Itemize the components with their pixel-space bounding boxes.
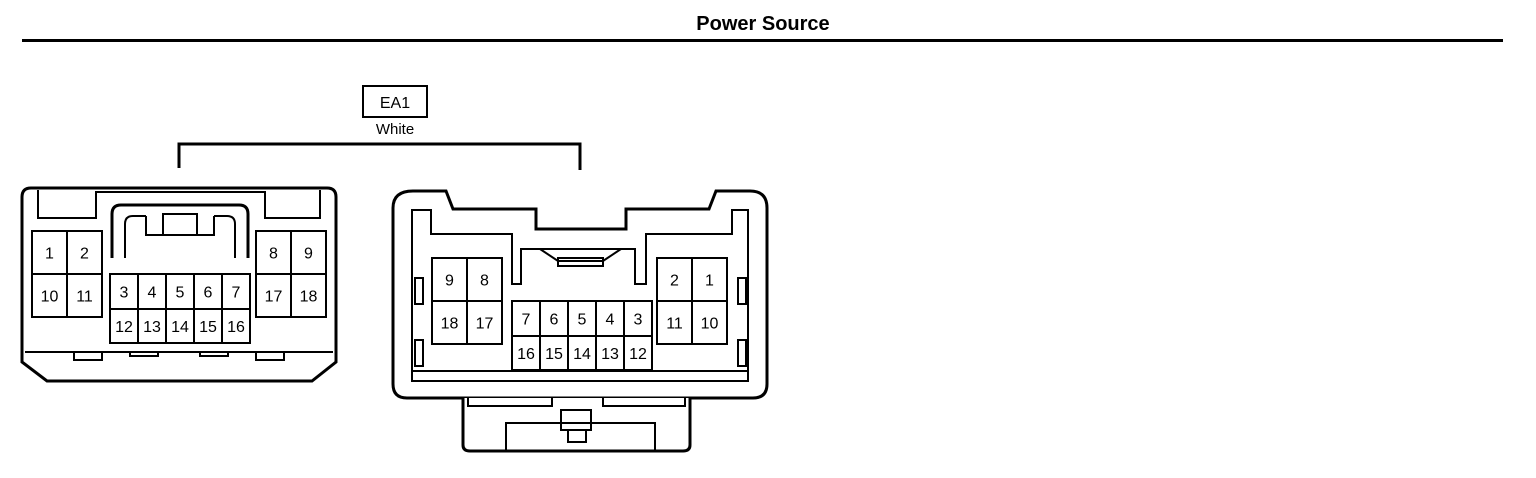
pin-label: 15 — [545, 346, 563, 363]
pin-label: 7 — [522, 312, 531, 329]
pin-label: 8 — [269, 246, 278, 263]
pin-cell — [255, 273, 292, 318]
pin-label: 13 — [601, 346, 619, 363]
pin-cell — [109, 273, 139, 310]
pin-label: 6 — [550, 312, 559, 329]
pin-cell — [109, 308, 139, 344]
pin-label: 15 — [199, 319, 217, 336]
pin-label: 17 — [265, 289, 283, 306]
pin-label: 5 — [176, 285, 185, 302]
pin-label: 12 — [629, 346, 647, 363]
pin-label: 16 — [227, 319, 245, 336]
page-title: Power Source — [696, 13, 830, 35]
pin-label: 10 — [41, 289, 59, 306]
pin-cell — [691, 257, 728, 302]
connector-code-box — [362, 85, 428, 118]
pin-cell — [137, 308, 167, 344]
pin-label: 10 — [701, 316, 719, 333]
pin-cell — [221, 308, 251, 344]
pin-label: 3 — [120, 285, 129, 302]
view-bracket — [177, 142, 582, 170]
pin-label: 5 — [578, 312, 587, 329]
pin-label: 4 — [606, 312, 615, 329]
pin-label: 7 — [232, 285, 241, 302]
pin-label: 8 — [480, 273, 489, 290]
connector-code: EA1 — [380, 95, 410, 112]
pin-label: 14 — [171, 319, 189, 336]
pin-cell — [656, 257, 693, 302]
pin-label: 4 — [148, 285, 157, 302]
connector-color: White — [376, 121, 414, 138]
pin-cell — [431, 300, 468, 345]
pin-cell — [623, 300, 653, 337]
pin-cell — [31, 273, 68, 318]
pin-cell — [66, 273, 103, 318]
pin-cell — [290, 273, 327, 318]
pin-label: 2 — [80, 246, 89, 263]
pin-cell — [221, 273, 251, 310]
pin-cell — [193, 308, 223, 344]
pin-label: 9 — [304, 246, 313, 263]
pin-label: 3 — [634, 312, 643, 329]
pin-cell — [567, 335, 597, 371]
right-connector-body — [391, 189, 769, 453]
pin-cell — [466, 300, 503, 345]
pin-cell — [691, 300, 728, 345]
pin-label: 11 — [666, 316, 683, 333]
pin-label: 13 — [143, 319, 161, 336]
pin-label: 11 — [76, 289, 93, 306]
pin-label: 16 — [517, 346, 535, 363]
pin-label: 14 — [573, 346, 591, 363]
pin-label: 2 — [670, 273, 679, 290]
pin-label: 12 — [115, 319, 133, 336]
pin-label: 1 — [705, 273, 714, 290]
pin-label: 17 — [476, 316, 494, 333]
pin-label: 9 — [445, 273, 454, 290]
title-underline — [22, 39, 1503, 42]
pin-label: 6 — [204, 285, 213, 302]
pin-label: 18 — [441, 316, 459, 333]
pin-label: 1 — [45, 246, 54, 263]
pin-label: 18 — [300, 289, 318, 306]
pin-cell — [623, 335, 653, 371]
pin-cell — [290, 230, 327, 275]
